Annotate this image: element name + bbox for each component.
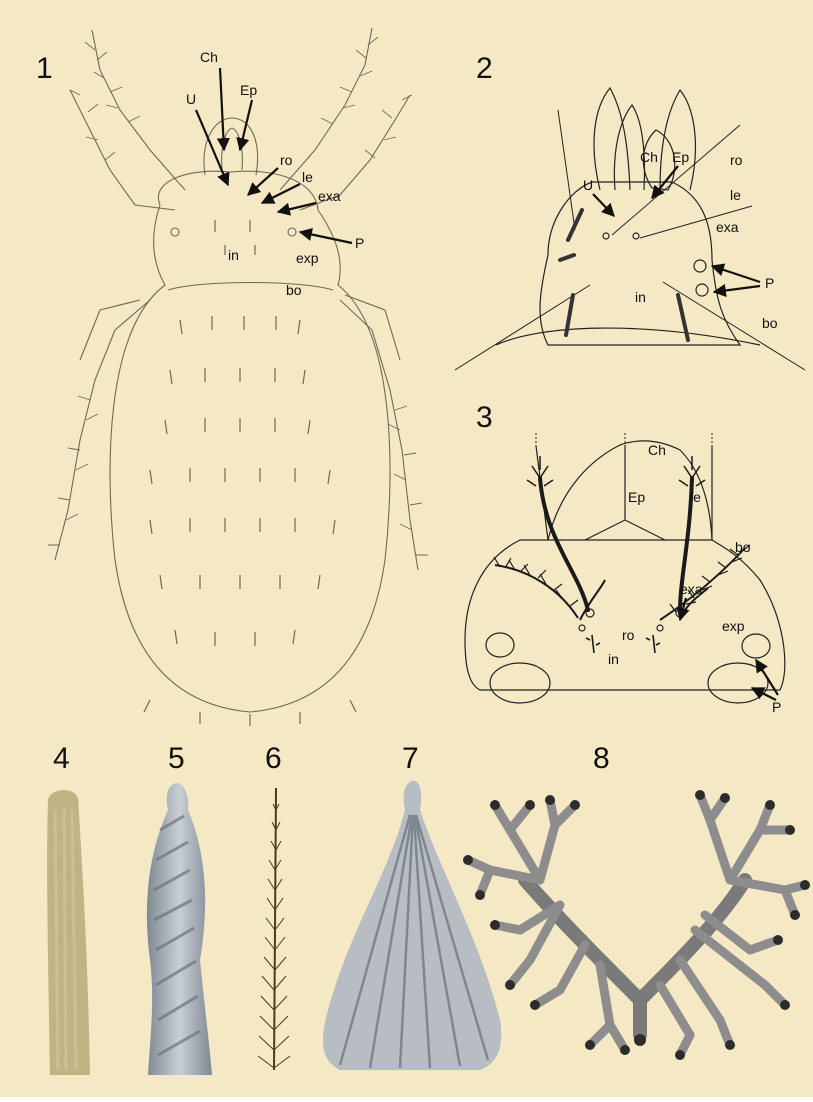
lamellar-setae-tips xyxy=(527,456,705,486)
seta-5-image xyxy=(147,783,212,1075)
label-exa: exa xyxy=(716,219,739,235)
label-exa: exa xyxy=(680,581,703,597)
label-bo: bo xyxy=(735,539,751,555)
label-exp: exp xyxy=(722,618,745,634)
label-p: P xyxy=(765,275,774,291)
label-in: in xyxy=(608,651,619,667)
panel-2: 2 Ch Ep U ro le exa P in xyxy=(455,52,805,370)
panel-number-3: 3 xyxy=(476,401,493,434)
label-ep: Ep xyxy=(628,489,645,505)
legs xyxy=(55,28,418,570)
panel-number-1: 1 xyxy=(36,52,53,85)
label-le: le xyxy=(302,169,313,185)
label-exp: exp xyxy=(296,250,319,266)
panel-3: 3 xyxy=(465,401,785,715)
label-p: P xyxy=(355,235,364,251)
panel-5: 5 xyxy=(147,742,212,1075)
propodosoma-line xyxy=(168,283,333,291)
panel-4: 4 xyxy=(47,742,90,1075)
panel-number-2: 2 xyxy=(476,52,493,85)
lamellar-setae xyxy=(540,478,692,610)
label-u: U xyxy=(583,177,593,193)
panel-1-arrows xyxy=(196,68,352,243)
mite-idiosoma xyxy=(110,171,390,712)
dorsal-setae xyxy=(144,220,356,726)
label-ch: Ch xyxy=(640,149,658,165)
plumose-barbs xyxy=(494,545,750,612)
label-exa: exa xyxy=(318,188,341,204)
panel-number-7: 7 xyxy=(402,742,419,775)
propodosoma-schematic xyxy=(465,540,785,690)
panel-number-5: 5 xyxy=(168,742,185,775)
leg-setae xyxy=(48,37,428,555)
panel-1: 1 xyxy=(36,28,428,726)
label-ro: ro xyxy=(730,152,743,168)
label-ep: Ep xyxy=(672,149,689,165)
label-le: le xyxy=(690,489,701,505)
label-in: in xyxy=(635,289,646,305)
label-u: U xyxy=(186,91,196,107)
panel-number-6: 6 xyxy=(265,742,282,775)
panel-8: 8 xyxy=(463,742,810,1060)
label-p: P xyxy=(772,699,781,715)
label-ro: ro xyxy=(622,627,635,643)
panel-number-8: 8 xyxy=(593,742,610,775)
label-ro: ro xyxy=(280,152,293,168)
label-ch: Ch xyxy=(200,49,218,65)
panel-3-arrows xyxy=(680,598,778,700)
label-le: le xyxy=(730,187,741,203)
panel-7: 7 xyxy=(323,742,501,1070)
seta-4-image xyxy=(47,790,90,1075)
panel-number-4: 4 xyxy=(53,742,70,775)
panel-6: 6 xyxy=(258,742,290,1070)
label-bo: bo xyxy=(762,315,778,331)
label-ep: Ep xyxy=(240,82,257,98)
panel-2-setae xyxy=(455,110,805,370)
label-bo: bo xyxy=(286,282,302,298)
plumose-setae xyxy=(495,548,745,620)
label-ch: Ch xyxy=(648,442,666,458)
label-in: in xyxy=(228,247,239,263)
